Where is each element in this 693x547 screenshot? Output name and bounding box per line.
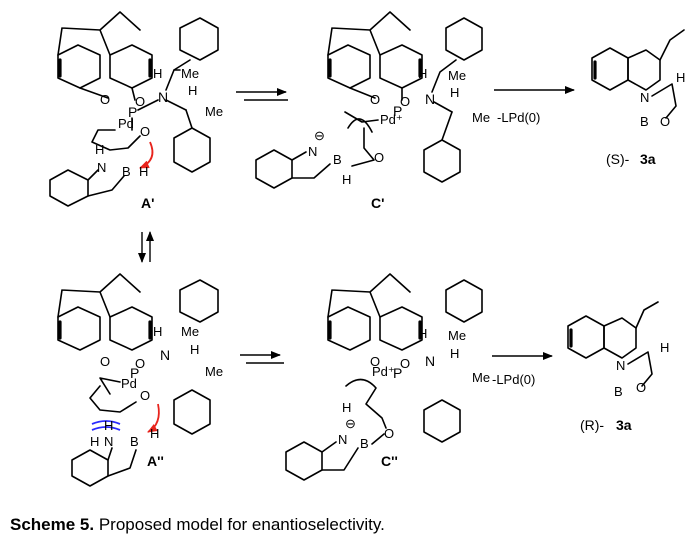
atom-n: N: [308, 144, 317, 159]
atom-h: H: [90, 434, 99, 449]
structure-c-double-prime: O O P N H Me H Me Pd⁺ H ⊖ O N B C'': [285, 273, 490, 481]
atom-o: O: [135, 94, 145, 109]
atom-h: H: [342, 400, 351, 415]
atom-pd-plus: Pd⁺: [380, 112, 403, 127]
atom-pd: Pd: [121, 376, 137, 391]
structure-c-prime: O O P N H Me H Me Pd⁺ O ⊖ N B H C': [255, 11, 490, 211]
product-s-number: 3a: [640, 151, 656, 167]
atom-n: N: [158, 89, 168, 105]
figure-caption: Scheme 5. Proposed model for enantiosele…: [10, 515, 385, 535]
atom-h: H: [660, 340, 669, 355]
label-c-prime: C': [371, 195, 384, 211]
atom-n: N: [425, 91, 435, 107]
atom-me: Me: [181, 66, 199, 81]
atom-h: H: [190, 342, 199, 357]
atom-p: P: [393, 103, 402, 119]
label-a-double-prime: A'': [147, 453, 164, 469]
structure-a-double-prime: O O P N H Me H Me Pd O H H N B H A'': [57, 273, 223, 487]
atom-b: B: [640, 114, 649, 129]
atom-o: O: [374, 150, 384, 165]
atom-h: H: [153, 324, 162, 339]
atom-o: O: [100, 92, 110, 107]
atom-n: N: [160, 347, 170, 363]
atom-o: O: [370, 354, 380, 369]
atom-me: Me: [181, 324, 199, 339]
atom-h: H: [450, 85, 459, 100]
atom-o: O: [400, 356, 410, 371]
atom-p: P: [393, 365, 402, 381]
atom-h: H: [342, 172, 351, 187]
atom-h: H: [139, 164, 148, 179]
step-label-lpd: -LPd(0): [492, 372, 535, 387]
atom-o: O: [370, 92, 380, 107]
atom-n: N: [616, 358, 625, 373]
atom-h: H: [150, 426, 159, 441]
atom-h: H: [188, 83, 197, 98]
atom-b: B: [122, 164, 131, 179]
atom-n: N: [425, 353, 435, 369]
product-s-3a: N B O H (S)- 3a: [591, 29, 685, 167]
atom-o: O: [660, 114, 670, 129]
atom-o: O: [100, 354, 110, 369]
atom-me: Me: [472, 110, 490, 125]
atom-h: H: [418, 66, 427, 81]
atom-me: Me: [472, 370, 490, 385]
caption-text: Proposed model for enantioselectivity.: [94, 515, 385, 534]
label-a-prime: A': [141, 195, 154, 211]
product-r-number: 3a: [616, 417, 632, 433]
negative-charge: ⊖: [345, 416, 356, 431]
atom-h: H: [418, 326, 427, 341]
structure-a-prime: O O P N H Me H Me Pd O H N B H A': [49, 11, 223, 211]
atom-me: Me: [448, 68, 466, 83]
step-label-lpd: -LPd(0): [497, 110, 540, 125]
atom-me: Me: [205, 104, 223, 119]
atom-o: O: [140, 124, 150, 139]
atom-o: O: [400, 94, 410, 109]
atom-n: N: [338, 432, 347, 447]
atom-p: P: [130, 365, 139, 381]
atom-h: H: [676, 70, 685, 85]
atom-pd: Pd: [118, 116, 134, 131]
atom-o: O: [384, 426, 394, 441]
atom-o: O: [140, 388, 150, 403]
atom-n: N: [640, 90, 649, 105]
product-s-prefix: (S)-: [606, 151, 630, 167]
atom-h: H: [153, 66, 162, 81]
atom-p: P: [128, 104, 137, 120]
atom-n: N: [104, 434, 113, 449]
atom-h: H: [450, 346, 459, 361]
atom-h: H: [104, 418, 113, 433]
atom-n: N: [97, 160, 106, 175]
atom-o: O: [636, 380, 646, 395]
product-r-3a: N B O H (R)- 3a: [567, 301, 669, 433]
atom-b: B: [333, 152, 342, 167]
atom-me: Me: [448, 328, 466, 343]
atom-b: B: [360, 436, 369, 451]
atom-h: H: [95, 142, 104, 157]
atom-o: O: [135, 356, 145, 371]
atom-b: B: [614, 384, 623, 399]
atom-pd-plus: Pd⁺: [372, 364, 395, 379]
label-c-double-prime: C'': [381, 453, 398, 469]
product-r-prefix: (R)-: [580, 417, 604, 433]
reaction-scheme: O O P N H Me H Me Pd O H N B H A' O: [49, 11, 685, 487]
atom-me: Me: [205, 364, 223, 379]
caption-label: Scheme 5.: [10, 515, 95, 534]
atom-b: B: [130, 434, 139, 449]
negative-charge: ⊖: [314, 128, 325, 143]
